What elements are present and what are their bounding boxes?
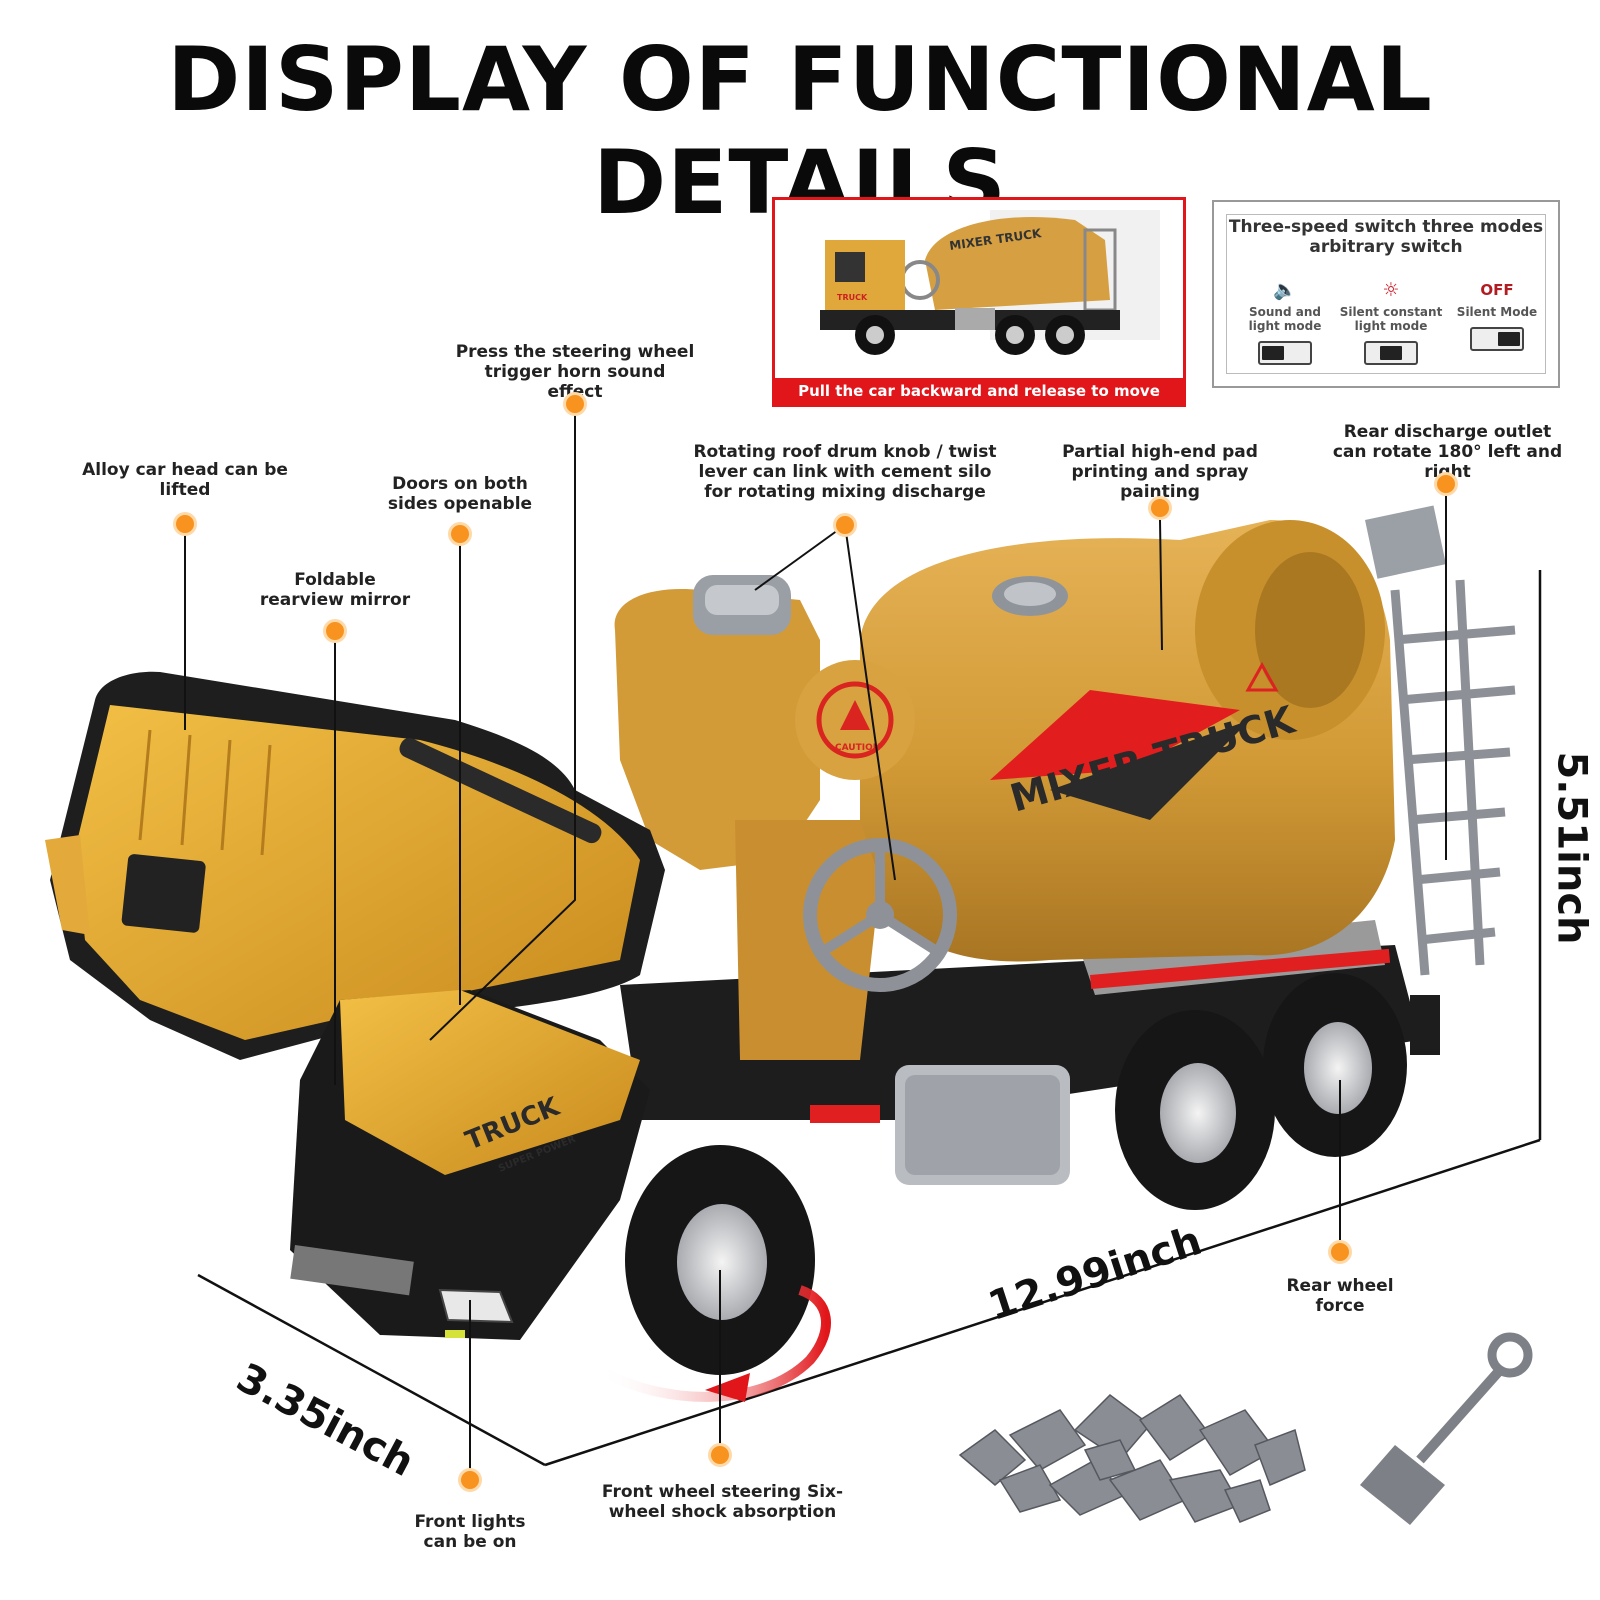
mode-silent-label: Silent Mode: [1456, 305, 1538, 319]
toy-shovel: [1360, 1332, 1533, 1525]
toggle-silent-light: [1364, 341, 1418, 365]
dimension-lines: [197, 570, 1542, 1467]
steering-arrow-icon: [597, 1285, 831, 1402]
callout-front-wheel: Front wheel steering Six-wheel shock abs…: [601, 1482, 844, 1522]
switch-panel-inner: Three-speed switch three modes arbitrary…: [1226, 214, 1546, 374]
mode-silent: OFF Silent Mode: [1445, 279, 1549, 351]
headline: DISPLAY OF FUNCTIONAL DETAILS: [167, 28, 1433, 234]
mode-sound-light: 🔈 Sound and light mode: [1233, 279, 1337, 365]
speaker-icon: 🔈: [1273, 279, 1297, 301]
callout-dot-rear-outlet: [1434, 472, 1458, 496]
pull-back-truck-image: MIXER TRUCK TRUCK: [820, 210, 1160, 355]
rear-outlet-chute: [1365, 505, 1446, 579]
callout-printing: Partial high-end pad printing and spray …: [1062, 442, 1258, 502]
rear-wheel: [1263, 973, 1407, 1157]
dimension-height: 5.51inch: [1548, 751, 1595, 945]
callout-dot-printing: [1148, 496, 1172, 520]
callout-leader-lines: [184, 415, 1447, 1470]
rear-ladder: [1390, 579, 1516, 976]
callout-rear-wheel: Rear wheel force: [1286, 1276, 1394, 1316]
toggle-silent: [1470, 327, 1524, 351]
pull-back-caption: Pull the car backward and release to mov…: [775, 378, 1183, 404]
callout-dot-alloy-head: [173, 512, 197, 536]
callout-dot-drum-knob: [833, 513, 857, 537]
switch-panel-title: Three-speed switch three modes arbitrary…: [1228, 217, 1544, 257]
callout-dot-front-lights: [458, 1468, 482, 1492]
caution-text: CAUTION: [835, 743, 880, 753]
callout-dot-mirror: [323, 619, 347, 643]
callout-dot-front-wheel: [708, 1443, 732, 1467]
callout-doors: Doors on both sides openable: [387, 474, 533, 514]
callout-rear-outlet: Rear discharge outlet can rotate 180° le…: [1332, 422, 1563, 482]
steering-arrow-head-icon: [705, 1373, 750, 1402]
cab-base: TRUCK SUPER POWER: [290, 990, 650, 1340]
callout-dot-steering-horn: [563, 392, 587, 416]
pull-cab-text: TRUCK: [837, 293, 868, 302]
middle-wheel: [1115, 1010, 1275, 1210]
toggle-sound-light: [1258, 341, 1312, 365]
callout-mirror: Foldable rearview mirror: [259, 570, 411, 610]
callout-dot-rear-wheel: [1328, 1240, 1352, 1264]
front-wheel: [625, 1145, 815, 1375]
gravel-stones: [958, 1393, 1306, 1523]
callout-alloy-head: Alloy car head can be lifted: [82, 460, 288, 500]
switch-mode-panel: Three-speed switch three modes arbitrary…: [1212, 200, 1560, 388]
mode-silent-light-label: Silent constant light mode: [1339, 305, 1443, 333]
callout-drum-knob: Rotating roof drum knob / twist lever ca…: [693, 442, 997, 502]
callout-dot-doors: [448, 522, 472, 546]
pull-back-inset: MIXER TRUCK TRUCK Pull the car backward …: [772, 197, 1186, 407]
callout-front-lights: Front lights can be on: [414, 1512, 526, 1552]
lightbulb-icon: ☼: [1382, 279, 1400, 301]
mixer-drum: MIXER TRUCK: [860, 520, 1395, 962]
drum-housing: CAUTION: [614, 575, 957, 1060]
mode-silent-light: ☼ Silent constant light mode: [1339, 279, 1443, 365]
off-text: OFF: [1480, 281, 1514, 299]
mode-sound-light-label: Sound and light mode: [1248, 305, 1322, 333]
